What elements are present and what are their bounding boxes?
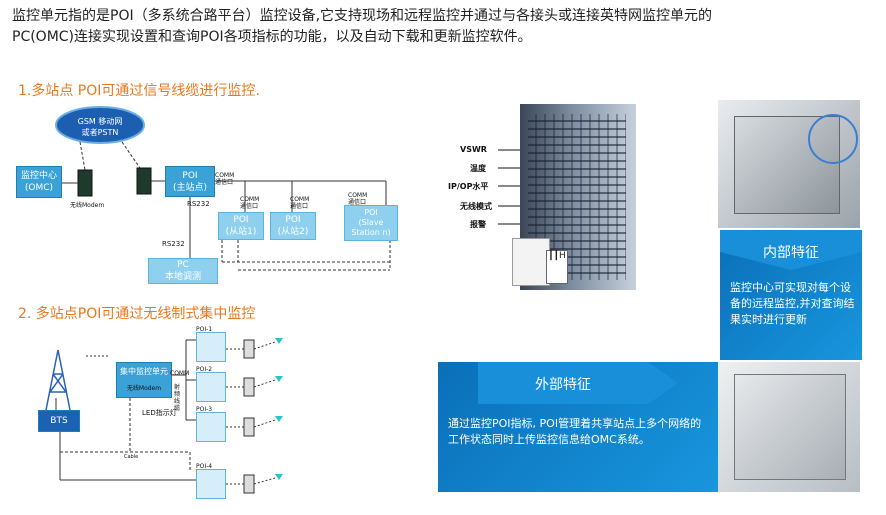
- mode-label: 无线模式: [460, 202, 492, 211]
- comm-label: COMM: [170, 370, 190, 377]
- poi-1-box: [196, 332, 226, 362]
- monitor-center-box: 监控中心 (OMC): [16, 166, 62, 198]
- bts-box: BTS: [38, 410, 80, 432]
- device-panel-icon: ┃┃H: [546, 250, 568, 284]
- network-cloud-label: GSM 移动网 或者PSTN: [77, 117, 123, 137]
- poi-4-label: POI-4: [196, 463, 213, 470]
- rf-cable-label: 射频线缆: [174, 384, 181, 412]
- device-photo-top: [718, 100, 860, 228]
- intro-paragraph: 监控单元指的是POI（多系统合路平台）监控设备,它支持现场和远程监控并通过与各接…: [12, 6, 872, 48]
- modem-inner-label: 无线Modem: [126, 385, 162, 392]
- internal-feature-title: 内部特征: [763, 245, 819, 261]
- poi-slave1-box: POI (从站1): [218, 212, 264, 240]
- arrow-right-icon: [478, 362, 678, 404]
- poi-2-box: [196, 372, 226, 402]
- external-feature-title: 外部特征: [535, 377, 591, 393]
- led-label: LED指示灯: [142, 409, 177, 417]
- poi-slave2-box: POI (从站2): [270, 212, 316, 240]
- intro-line-2: PC(OMC)连接实现设置和查询POI各项指标的功能，以及自动下载和更新监控软件…: [12, 29, 532, 45]
- comm-port-label-4: COMM 通信口: [348, 192, 368, 206]
- section1-title: 1.多站点 POI可通过信号线缆进行监控.: [18, 83, 260, 99]
- bts-tower-icon: [45, 349, 71, 411]
- internal-feature-text: 监控中心可实现对每个设备的远程监控,并对查询结果实时进行更新: [730, 281, 855, 326]
- modem-icon: [136, 167, 152, 195]
- device-panel-image: [512, 238, 550, 286]
- comm-port-label: COMM 通信口: [215, 172, 235, 186]
- modem-icon: [77, 169, 93, 197]
- antenna-icon: [275, 338, 283, 480]
- pc-debug-box: PC 本地调测: [148, 258, 218, 284]
- arrow-down-icon: [720, 230, 862, 270]
- comm-port-label-3: COMM 通信口: [290, 196, 310, 210]
- section2-title: 2. 多站点POI可通过无线制式集中监控: [18, 306, 256, 322]
- alarm-label: 报警: [470, 220, 486, 229]
- cable-label: Cable: [124, 454, 139, 460]
- rs232-label-b: RS232: [162, 240, 185, 248]
- poi-3-box: [196, 412, 226, 442]
- poi-4-box: [196, 469, 226, 499]
- intro-line-1: 监控单元指的是POI（多系统合路平台）监控设备,它支持现场和远程监控并通过与各接…: [12, 8, 713, 24]
- indicator-arrows: [498, 149, 520, 225]
- rs232-label-a: RS232: [187, 200, 210, 208]
- network-cloud-icon: [55, 106, 145, 144]
- level-label: IP/OP水平: [448, 182, 489, 191]
- rf-module-icon: [243, 339, 255, 494]
- poi-slave-n-box: POI (Slave Station n): [344, 205, 398, 241]
- comm-port-label-2: COMM 通信口: [240, 196, 260, 210]
- device-photo-bottom: [718, 362, 860, 492]
- poi-3-label: POI-3: [196, 406, 213, 413]
- poi-2-label: POI-2: [196, 366, 213, 373]
- external-feature-panel: 外部特征 通过监控POI指标, POI管理着共享站点上多个网络的工作状态同时上传…: [438, 362, 718, 492]
- poi-master-box: POI (主站点): [165, 166, 215, 197]
- modem-label: 无线Modem: [70, 202, 105, 209]
- external-feature-text: 通过监控POI指标, POI管理着共享站点上多个网络的工作状态同时上传监控信息给…: [448, 417, 702, 446]
- central-monitor-unit: 集中监控单元 无线Modem: [116, 362, 172, 398]
- central-monitor-label: 集中监控单元: [120, 367, 168, 376]
- temp-label: 温度: [470, 164, 486, 173]
- vswr-label: VSWR: [460, 145, 487, 154]
- poi-1-label: POI-1: [196, 326, 213, 333]
- internal-feature-panel: 内部特征 监控中心可实现对每个设备的远程监控,并对查询结果实时进行更新: [720, 230, 862, 360]
